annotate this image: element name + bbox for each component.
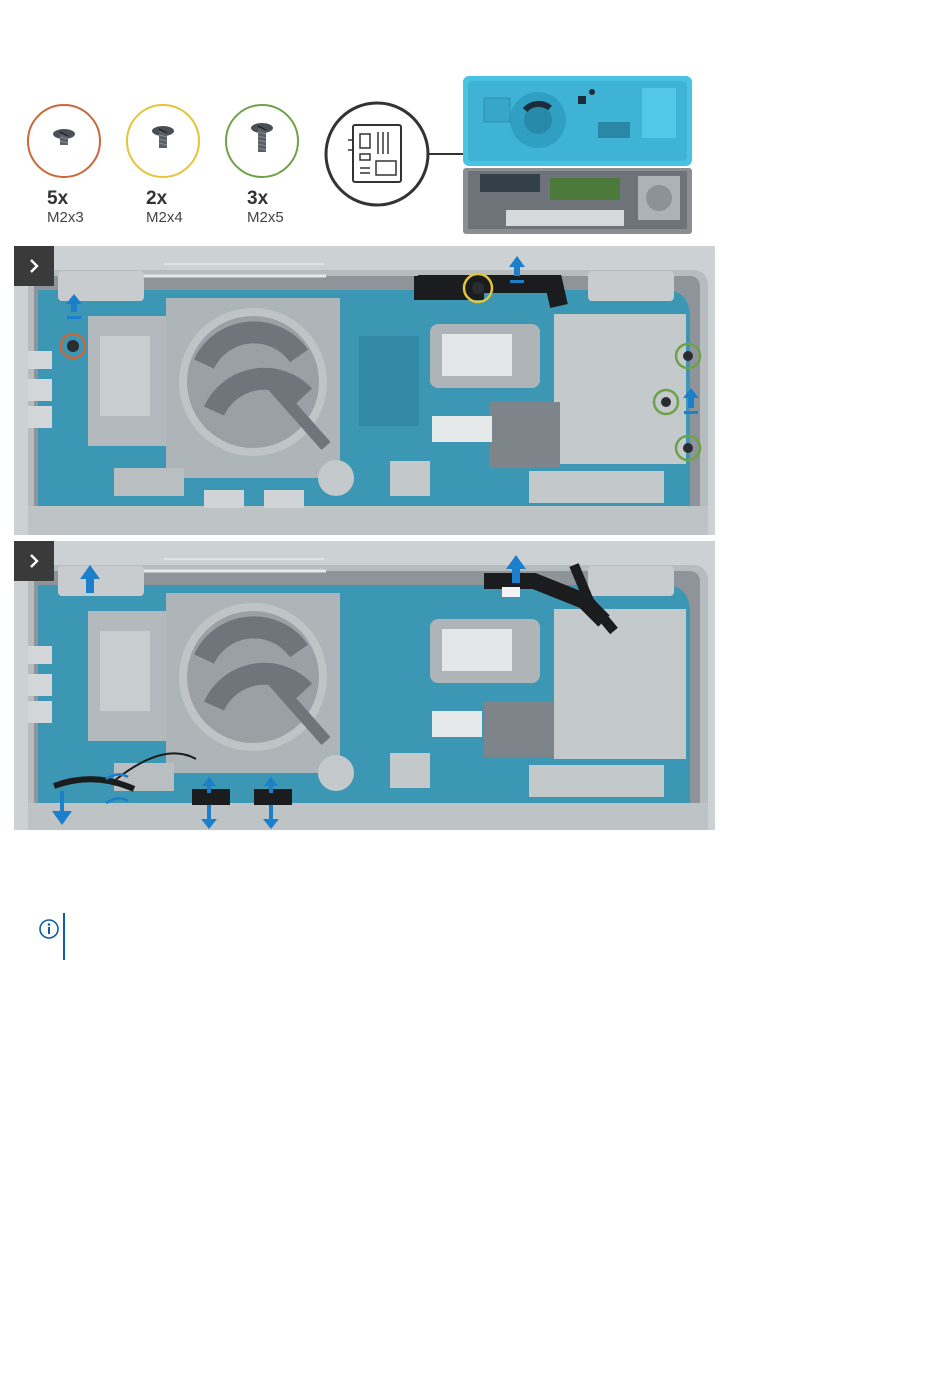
- overview-illustration: [320, 70, 700, 240]
- screw-m2x5-icon: [227, 106, 297, 176]
- screw-m2x3-count: 5x: [47, 188, 68, 210]
- step-2-panel: [14, 541, 715, 830]
- note-bar: [63, 913, 65, 960]
- screw-m2x5-size: M2x5: [247, 209, 284, 226]
- chevron-right-icon: [25, 257, 43, 275]
- screw-m2x5-circle: [225, 104, 299, 178]
- step-1-marker: [14, 246, 54, 286]
- step-2-marker: [14, 541, 54, 581]
- screw-m2x3-size: M2x3: [47, 209, 84, 226]
- highlighted-system-board-thumbnail: [463, 76, 692, 166]
- screw-m2x3-circle: [27, 104, 101, 178]
- info-icon: [38, 918, 60, 940]
- screw-m2x4-circle: [126, 104, 200, 178]
- system-board-icon: [326, 103, 428, 205]
- step-1-illustration: [14, 246, 715, 535]
- step-2-illustration: [14, 541, 715, 830]
- screw-m2x4-count: 2x: [146, 188, 167, 210]
- palmrest-thumbnail: [463, 168, 692, 234]
- chevron-right-icon: [25, 552, 43, 570]
- screw-m2x3-icon: [29, 106, 99, 176]
- step-1-panel: [14, 246, 715, 535]
- screw-m2x4-size: M2x4: [146, 209, 183, 226]
- screw-m2x4-icon: [128, 106, 198, 176]
- screw-m2x5-count: 3x: [247, 188, 268, 210]
